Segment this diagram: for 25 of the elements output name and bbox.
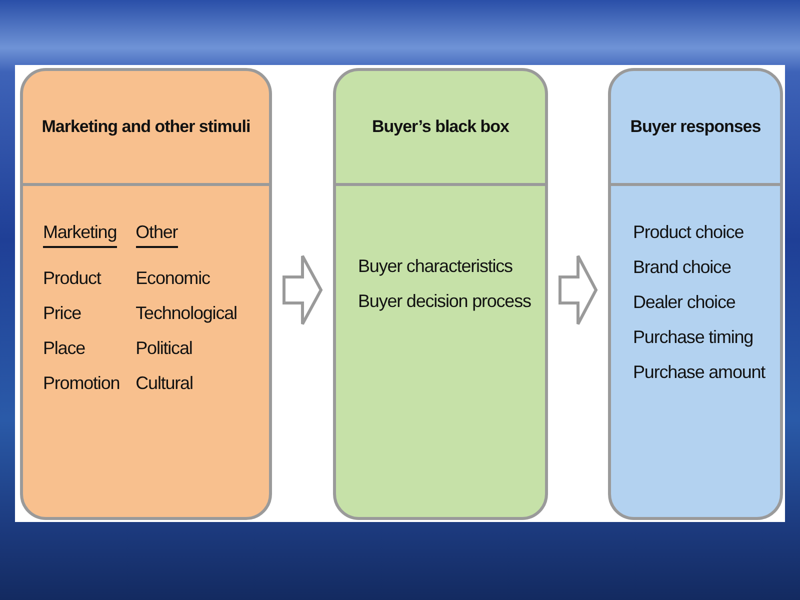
list-item: Technological xyxy=(136,303,237,324)
hollow-arrow xyxy=(282,254,323,326)
list-item: Dealer choice xyxy=(633,292,736,313)
list-item: Product xyxy=(43,268,101,289)
list-item: Economic xyxy=(136,268,210,289)
list-item: Promotion xyxy=(43,373,120,394)
list-item: Place xyxy=(43,338,86,359)
list-item: Political xyxy=(136,338,192,359)
list-item: Buyer characteristics xyxy=(358,256,512,277)
list-item: Cultural xyxy=(136,373,193,394)
column-heading: Other xyxy=(136,222,178,248)
list-item: Brand choice xyxy=(633,257,731,278)
list-item: Purchase timing xyxy=(633,327,754,348)
card-heading: Buyer’s black box xyxy=(372,117,509,137)
hollow-arrow xyxy=(558,254,598,326)
column-heading: Marketing xyxy=(43,222,117,248)
list-item: Purchase amount xyxy=(633,362,766,383)
stage-card xyxy=(20,68,272,520)
stage-card xyxy=(608,68,783,520)
stage-card xyxy=(333,68,548,520)
card-heading: Buyer responses xyxy=(630,117,761,137)
card-heading: Marketing and other stimuli xyxy=(42,117,250,137)
list-item: Price xyxy=(43,303,82,324)
list-item: Product choice xyxy=(633,222,744,243)
list-item: Buyer decision process xyxy=(358,291,531,312)
